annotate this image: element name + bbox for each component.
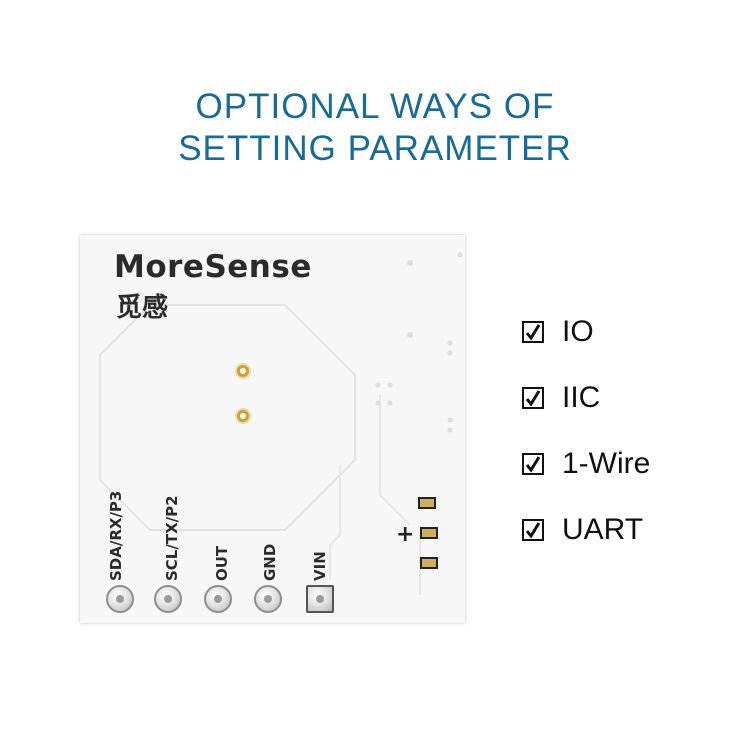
polarity-mark: + [396, 522, 415, 547]
option-label: IO [562, 315, 594, 348]
option-uart: UART [522, 510, 650, 550]
smd-pad-2 [420, 527, 438, 539]
pin-label-sda: SDA/RX/P3 [107, 490, 125, 581]
sensor-board-image: MoreSense 觅感 + SDA/RX/P3 SCL/TX/P2 OUT G… [80, 235, 465, 623]
title-line-1: OPTIONAL WAYS OF [195, 87, 555, 126]
smd-pad-1 [418, 497, 436, 509]
checkmark-icon [522, 321, 544, 343]
smd-pad-3 [420, 557, 438, 569]
pin-pad-sda [106, 585, 134, 613]
antenna-via-bottom [235, 408, 251, 424]
title-line-2: SETTING PARAMETER [178, 129, 572, 168]
option-iic: IIC [522, 378, 650, 418]
brand-name-chinese: 觅感 [116, 293, 169, 323]
page-title: OPTIONAL WAYS OF SETTING PARAMETER [0, 86, 750, 170]
pin-pad-out [204, 585, 232, 613]
pin-label-vin: VIN [311, 551, 329, 581]
antenna-via-top [235, 363, 251, 379]
pin-label-scl: SCL/TX/P2 [163, 495, 181, 581]
option-label: IIC [562, 381, 601, 414]
pin-pad-gnd [254, 585, 282, 613]
option-label: 1-Wire [562, 447, 651, 480]
board-traces [99, 252, 463, 595]
brand-name: MoreSense [114, 249, 312, 285]
option-1-wire: 1-Wire [522, 444, 650, 484]
option-io: IO [522, 312, 650, 352]
checkmark-icon [522, 453, 544, 475]
options-list: IO IIC 1-Wire UART [522, 312, 650, 576]
option-label: UART [562, 513, 644, 546]
pin-pad-vin [306, 585, 334, 613]
checkmark-icon [522, 519, 544, 541]
pin-label-out: OUT [213, 545, 231, 581]
checkmark-icon [522, 387, 544, 409]
pin-label-gnd: GND [261, 543, 279, 581]
pin-pad-scl [154, 585, 182, 613]
